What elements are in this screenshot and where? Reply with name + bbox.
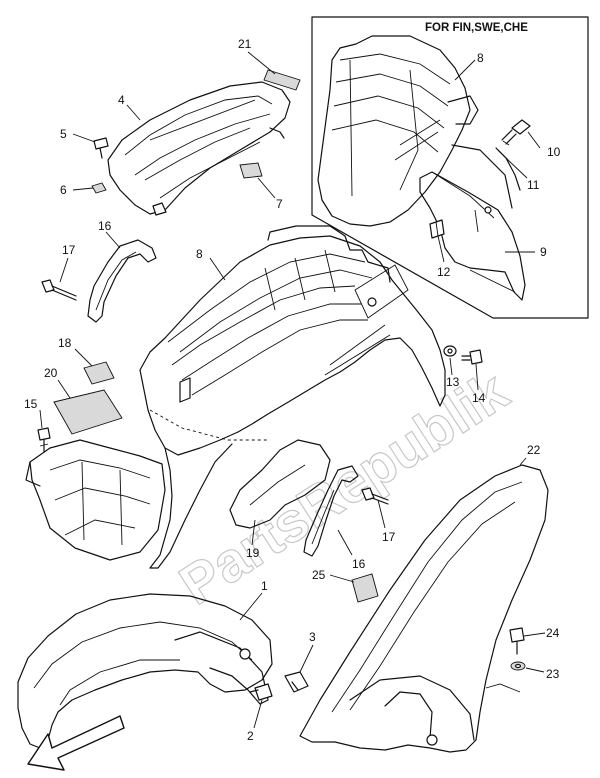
rear-fender <box>139 225 446 569</box>
battery-box <box>25 439 166 561</box>
bolt-5 <box>93 137 109 159</box>
callout-4: 4 <box>118 93 125 107</box>
washer-13 <box>443 345 457 357</box>
callout-14: 14 <box>472 391 486 405</box>
watermark: PartsRepublik <box>168 358 519 616</box>
pad-20 <box>53 389 123 435</box>
callout-11: 11 <box>527 178 540 192</box>
callout-16b: 16 <box>352 557 366 571</box>
callout-24: 24 <box>546 626 560 640</box>
callout-12: 12 <box>437 265 451 279</box>
inset-nut-12 <box>429 219 445 239</box>
front-fender <box>17 593 273 749</box>
callout-21: 21 <box>238 37 252 51</box>
bolt-14 <box>461 349 483 365</box>
bolt-17b <box>361 487 389 505</box>
callout-15: 15 <box>24 397 38 411</box>
bolt-17 <box>41 279 77 301</box>
callout-17: 17 <box>62 243 76 257</box>
inset-rear-fender <box>317 35 513 227</box>
bolt-2 <box>249 683 273 701</box>
clip-6 <box>91 182 107 194</box>
callout-25: 25 <box>312 568 326 582</box>
callout-7: 7 <box>276 197 283 211</box>
callout-3: 3 <box>309 630 316 644</box>
callout-2: 2 <box>247 729 254 743</box>
callout-13: 13 <box>446 375 460 389</box>
callout-1: 1 <box>261 579 268 593</box>
callout-10: 10 <box>547 145 561 159</box>
callout-20: 20 <box>44 366 58 380</box>
seat-cover <box>107 81 291 216</box>
callout-labels: 8 10 11 12 9 21 4 5 6 7 16 8 17 18 20 15… <box>24 37 561 743</box>
pad-18 <box>83 361 115 385</box>
callout-16: 16 <box>98 219 112 233</box>
pad-7 <box>239 162 263 179</box>
nut-23 <box>510 661 526 671</box>
inset-box: FOR FIN,SWE,CHE <box>311 16 589 319</box>
callout-19: 19 <box>246 546 260 560</box>
grab-handle-16b <box>303 465 359 557</box>
callout-17b: 17 <box>382 530 396 544</box>
inset-header: FOR FIN,SWE,CHE <box>425 22 528 34</box>
callout-18: 18 <box>58 336 72 350</box>
front-direction-arrow-icon <box>27 715 125 771</box>
inset-pin-11 <box>495 147 521 191</box>
bolt-15 <box>37 427 51 453</box>
callout-9: 9 <box>540 245 547 259</box>
callout-22: 22 <box>527 443 541 457</box>
inset-bolt-10 <box>501 119 531 146</box>
bolt-24 <box>509 627 525 655</box>
leader-lines <box>39 51 546 729</box>
label-25 <box>351 573 379 603</box>
callout-8: 8 <box>196 247 203 261</box>
callout-5: 5 <box>60 127 67 141</box>
cover-19 <box>229 439 331 529</box>
callout-6: 6 <box>60 183 67 197</box>
rear-hugger <box>299 464 549 753</box>
clip-3 <box>284 671 309 693</box>
label-21 <box>263 69 301 91</box>
callout-23: 23 <box>546 667 560 681</box>
grab-handle-16 <box>87 239 157 323</box>
callout-8-inset: 8 <box>477 51 484 65</box>
